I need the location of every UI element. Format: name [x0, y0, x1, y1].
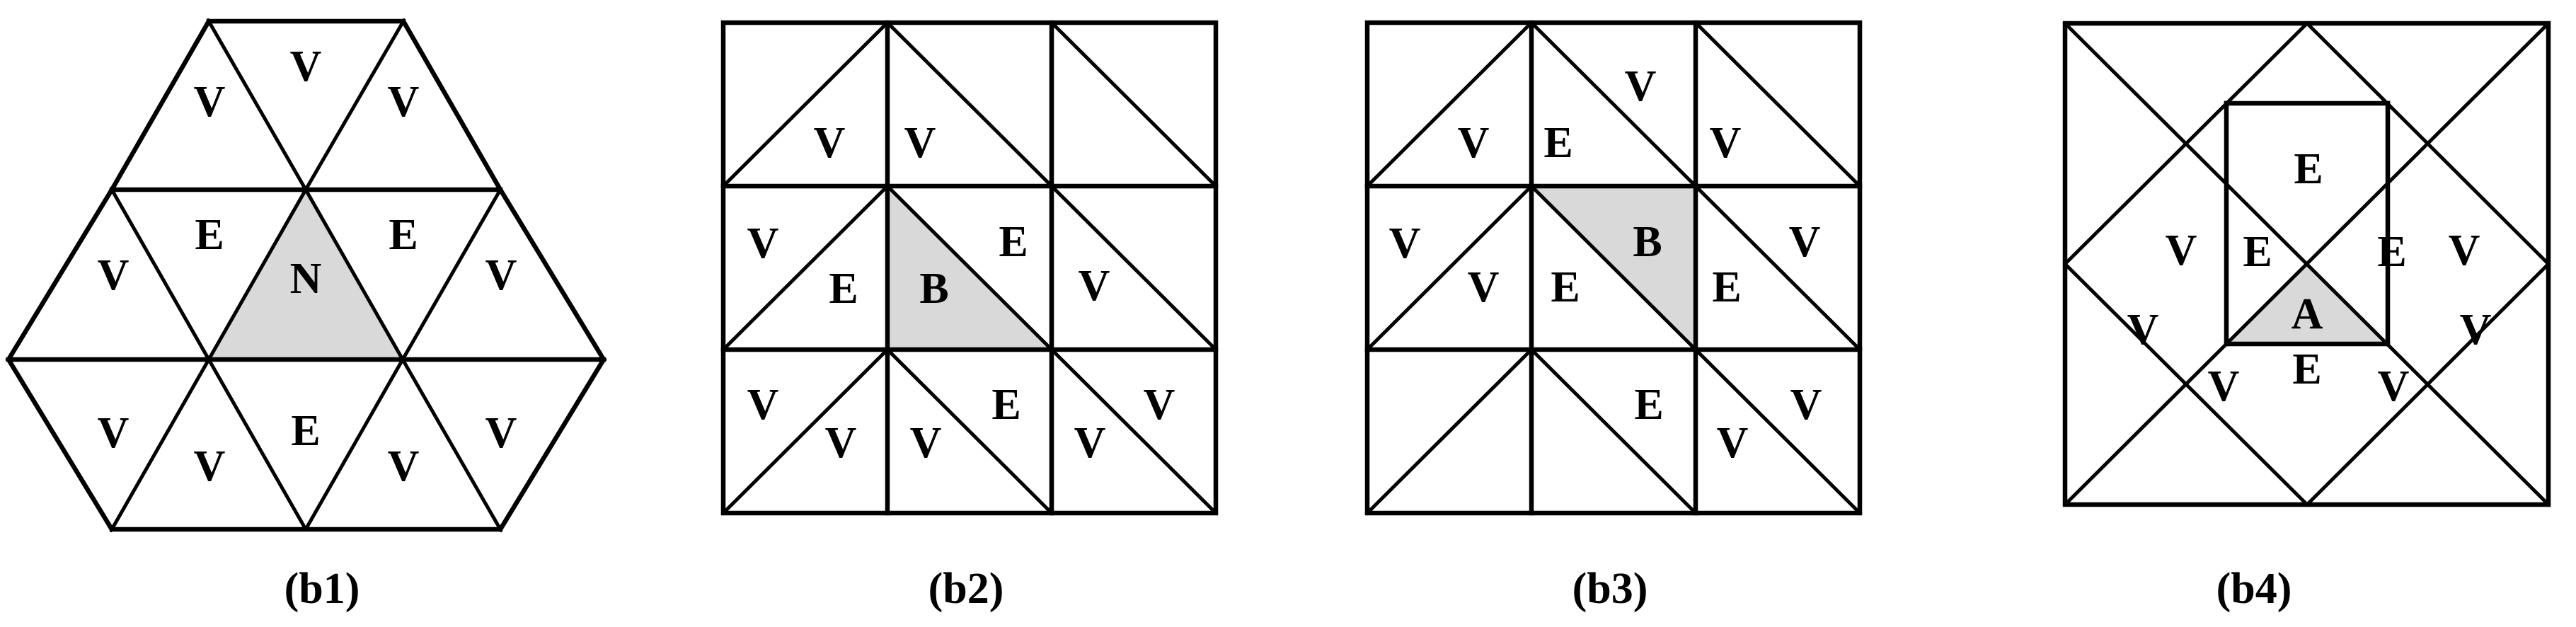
cell-glyph: V	[747, 219, 779, 268]
b4-cells	[2226, 264, 2388, 344]
cell-glyph: V	[1625, 62, 1657, 110]
cell-glyph: V	[1074, 419, 1106, 467]
cell-glyph: V	[194, 442, 226, 490]
cell-glyph: E	[1551, 263, 1580, 311]
cell-glyph: E	[829, 265, 858, 313]
highlight-glyph: A	[2292, 290, 2323, 338]
cell-glyph: E	[291, 407, 320, 455]
cell-glyph: V	[388, 78, 420, 126]
highlight-cell-n	[209, 190, 403, 359]
b1-lines	[5, 18, 607, 533]
cell-glyph: V	[485, 409, 517, 457]
cell-glyph: E	[2377, 228, 2406, 276]
panel-b1: V V V V E N E V V V E V V (b1)	[0, 0, 644, 627]
cell-glyph: E	[389, 211, 418, 259]
cell-glyph: V	[98, 409, 130, 457]
cell-glyph: E	[195, 211, 224, 259]
panel-caption-b4: (b4)	[2216, 565, 2292, 613]
cell-glyph: V	[98, 251, 130, 299]
mesh-diagram-b4: E V E E V A V V E V V	[2062, 21, 2551, 507]
b2-glyph-group: V V V E B E V V V V E V V	[747, 119, 1175, 467]
cell-glyph: V	[1389, 219, 1421, 268]
panel-b3: V E V V V V E B E V E V V (b3)	[1288, 0, 1932, 627]
panel-b2: V V V E B E V V V V E V V (b2)	[644, 0, 1288, 627]
cell-glyph: V	[904, 119, 936, 167]
cell-glyph: V	[2378, 362, 2410, 410]
highlight-glyph: B	[1633, 218, 1662, 266]
cell-glyph: V	[1079, 262, 1110, 310]
cell-glyph: V	[1789, 218, 1821, 266]
b3-lines	[1364, 20, 1863, 516]
b1-glyph-group: V V V V E N E V V V E V V	[98, 42, 517, 490]
panel-caption-b1: (b1)	[284, 565, 360, 613]
cell-glyph: E	[1634, 381, 1663, 429]
b1-cells	[209, 190, 403, 359]
cell-glyph: V	[1710, 119, 1742, 167]
cell-glyph: V	[910, 419, 942, 467]
cell-glyph: E	[2292, 345, 2321, 393]
mesh-diagram-b3: V E V V V V E B E V E V V	[1364, 20, 1863, 516]
cell-glyph: V	[2127, 306, 2159, 354]
cell-glyph: V	[2208, 362, 2240, 410]
cell-glyph: E	[1543, 119, 1572, 167]
cell-glyph: V	[2166, 226, 2197, 275]
cell-glyph: V	[2460, 306, 2492, 354]
panel-caption-b3: (b3)	[1572, 565, 1648, 613]
cell-glyph: E	[991, 381, 1020, 429]
highlight-glyph: B	[919, 265, 948, 313]
cell-glyph: E	[2243, 228, 2272, 276]
cell-glyph: V	[1144, 381, 1175, 429]
cell-glyph: V	[825, 419, 857, 467]
cell-glyph: V	[1790, 381, 1822, 429]
cell-glyph: E	[1712, 263, 1741, 311]
cell-glyph: V	[1717, 419, 1749, 467]
cell-glyph: V	[747, 381, 779, 429]
b3-glyph-group: V E V V V V E B E V E V V	[1389, 62, 1822, 467]
cell-glyph: V	[1458, 119, 1490, 167]
cell-glyph: E	[2294, 145, 2323, 193]
cell-glyph: V	[485, 251, 517, 299]
highlight-glyph: N	[290, 255, 322, 303]
cell-glyph: V	[290, 42, 322, 91]
cell-glyph: V	[814, 119, 846, 167]
cell-glyph: V	[388, 442, 420, 490]
highlight-cell-a	[2226, 264, 2388, 344]
panel-caption-b2: (b2)	[928, 565, 1004, 613]
cell-glyph: E	[999, 218, 1028, 266]
cell-glyph: V	[1468, 263, 1500, 311]
cell-glyph: V	[194, 78, 226, 126]
mesh-diagram-b1: V V V V E N E V V V E V V	[5, 18, 607, 533]
b4-lines	[2062, 21, 2551, 507]
b2-lines	[720, 20, 1219, 516]
cell-glyph: V	[2449, 226, 2480, 275]
b4-glyph-group: E V E E V A V V E V V	[2127, 145, 2492, 410]
panel-b4: E V E E V A V V E V V (b4)	[1932, 0, 2576, 627]
mesh-diagram-b2: V V V E B E V V V V E V V	[720, 20, 1219, 516]
